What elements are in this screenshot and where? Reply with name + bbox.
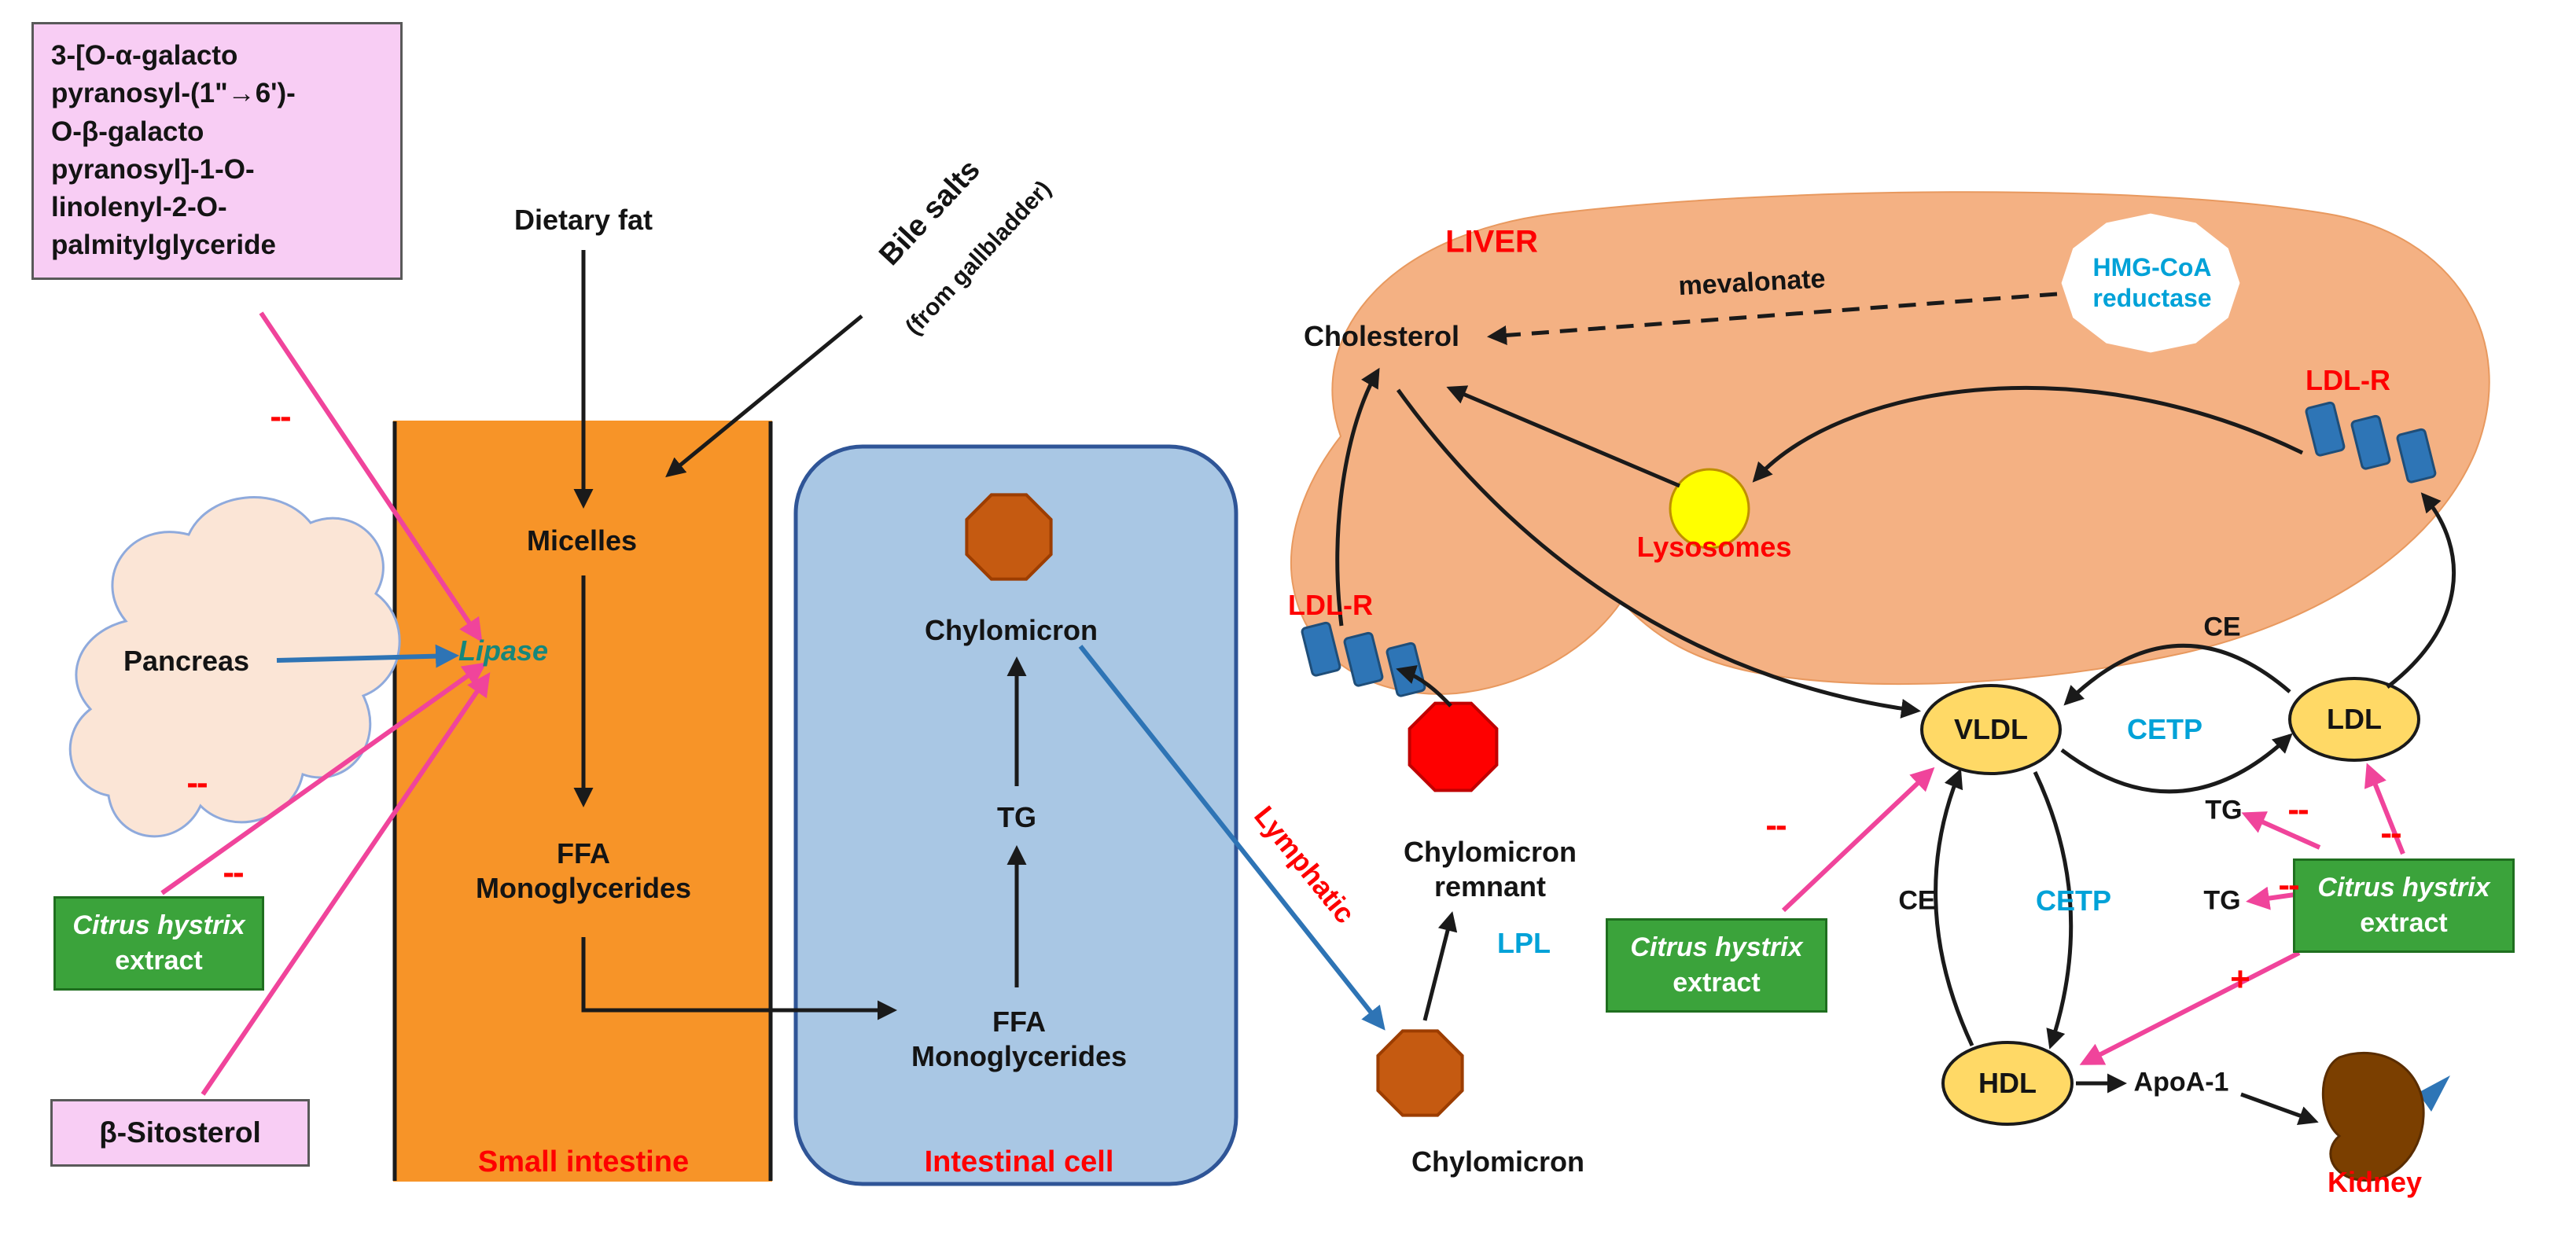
inhibition-mark-3: --: [223, 853, 244, 892]
citrus-extract-mid-word: extract: [1673, 967, 1761, 998]
citrus-extract-box-left: Citrus hystrix extract: [53, 896, 264, 991]
arrow-apoa1-to-kidney: [2240, 1092, 2319, 1125]
ldlr-right-label: LDL-R: [2306, 364, 2390, 397]
arrow-mevalonate-dashed: [1487, 292, 2058, 345]
citrus-extract-left-word: extract: [115, 945, 203, 976]
ce-top-label: CE: [2203, 612, 2241, 642]
chylomicron-octagon-lymph: [1376, 1029, 1464, 1117]
chylomicron-remnant-octagon: [1408, 701, 1499, 792]
citrus-extract-left-name: Citrus hystrix: [72, 910, 245, 940]
galactolipid-box: 3-[O-α-galacto pyranosyl-(1"→6')- O-β-ga…: [31, 22, 403, 280]
arrow-chylomicron-to-remnant: [1422, 911, 1458, 1021]
arrow-vldl-to-hdl-tg: [2033, 770, 2074, 1050]
chylomicron-lymph-label: Chylomicron: [1411, 1145, 1585, 1178]
arrow-citrusright-to-hdl: [2079, 950, 2301, 1065]
tg-cell-label: TG: [997, 801, 1036, 834]
arrow-citrusleft-to-lipase: [160, 662, 487, 895]
cholesterol-label: Cholesterol: [1303, 320, 1460, 353]
arrow-galactolipid-to-lipase: [259, 311, 483, 642]
lysosomes-label: Lysosomes: [1636, 531, 1792, 564]
arrow-chylomicron-lymphatic: [1078, 645, 1386, 1031]
arrow-ldlr-to-cholesterol: [1335, 367, 1380, 627]
arrow-lysosome-to-cholesterol: [1446, 385, 1680, 488]
arrow-ffa-to-cell: [581, 937, 897, 1020]
citrus-extract-box-mid: Citrus hystrix extract: [1606, 918, 1827, 1013]
arrow-bilesalts-to-intestine: [665, 314, 863, 478]
vldl-label: VLDL: [1954, 713, 2028, 746]
arrow-pancreas-to-lipase: [276, 644, 459, 668]
apoa1-label: ApoA-1: [2133, 1067, 2229, 1097]
micelles-label: Micelles: [526, 524, 638, 557]
citrus-extract-right-word: extract: [2360, 907, 2448, 938]
chylomicron-cell-label: Chylomicron: [924, 614, 1098, 647]
arrow-cholesterol-to-vldl: [1396, 388, 1921, 719]
arrow-remnant-to-ldlr: [1396, 665, 1452, 708]
inhibition-mark-tg1: --: [2287, 790, 2309, 829]
kidney-ureter: [2418, 1075, 2450, 1112]
liver-title: LIVER: [1445, 224, 1538, 259]
arrow-citrusright-to-tgmid: [2241, 811, 2321, 850]
tg-right-label: TG: [2203, 885, 2241, 916]
citrus-extract-right-name: Citrus hystrix: [2317, 873, 2490, 903]
lipase-label: Lipase: [458, 634, 549, 667]
lysosome-circle: [1669, 468, 1750, 550]
liver-shape: [1290, 191, 2490, 695]
arrow-hdl-to-vldl-ce: [1934, 768, 1974, 1047]
inhibition-mark-tg2: --: [2278, 866, 2299, 905]
cetp-top-label: CETP: [2126, 713, 2203, 746]
kidney-label: Kidney: [2327, 1166, 2423, 1199]
arrow-ldl-to-ldlr-right: [2386, 492, 2456, 689]
ldl-label: LDL: [2327, 703, 2382, 736]
beta-sitosterol-box: β-Sitosterol: [50, 1099, 310, 1167]
hmg-coa-burst: [2059, 211, 2243, 355]
lpl-label: LPL: [1497, 927, 1551, 960]
vldl-ellipse: [1920, 684, 2062, 775]
inhibition-mark-1: --: [270, 397, 291, 436]
arrow-citrusmid-to-vldl: [1781, 767, 1935, 913]
ffa-monoglycerides-cell-label: FFA Monoglycerides: [911, 1006, 1128, 1072]
arrow-vldl-to-ldl-tg: [2060, 733, 2293, 794]
small-intestine-label: Small intestine: [477, 1145, 690, 1178]
inhibition-mark-ldl: --: [2380, 814, 2401, 853]
citrus-extract-box-right: Citrus hystrix extract: [2293, 858, 2515, 953]
ldlr-left-label: LDL-R: [1288, 589, 1373, 622]
dietary-fat-label: Dietary fat: [513, 204, 653, 237]
arrow-ldlr-right-to-lysosome: [1752, 385, 2304, 483]
ffa-monoglycerides-intestine-label: FFA Monoglycerides: [475, 837, 692, 904]
intestinal-cell-label: Intestinal cell: [924, 1145, 1114, 1178]
chylomicron-octagon-cell: [965, 493, 1053, 581]
stimulation-mark-hdl: +: [2230, 960, 2250, 999]
inhibition-mark-vldl: --: [1765, 806, 1787, 845]
arrow-citrusright-to-tgright: [2246, 886, 2295, 910]
hdl-label: HDL: [1978, 1067, 2037, 1100]
hmg-coa-label: HMG-CoA reductase: [2092, 252, 2212, 312]
arrow-sitosterol-to-lipase: [201, 672, 491, 1096]
ce-left-label: CE: [1898, 885, 1936, 916]
kidney-shape: [2321, 1051, 2425, 1182]
chylomicron-remnant-label: Chylomicron remnant: [1403, 836, 1577, 903]
arrow-ldl-to-vldl-ce: [2063, 643, 2291, 706]
ldl-receptors-right: [2305, 401, 2437, 483]
intestinal-cell-rect: [793, 444, 1238, 1186]
citrus-extract-mid-name: Citrus hystrix: [1630, 932, 1803, 962]
tg-mid-label: TG: [2205, 795, 2243, 825]
arrow-citrusright-to-ldl: [2364, 763, 2405, 855]
inhibition-mark-2: --: [186, 763, 208, 803]
cetp-bottom-label: CETP: [2035, 884, 2112, 917]
pancreas-label: Pancreas: [123, 645, 250, 678]
ldl-ellipse: [2288, 677, 2420, 762]
hdl-ellipse: [1941, 1041, 2074, 1126]
